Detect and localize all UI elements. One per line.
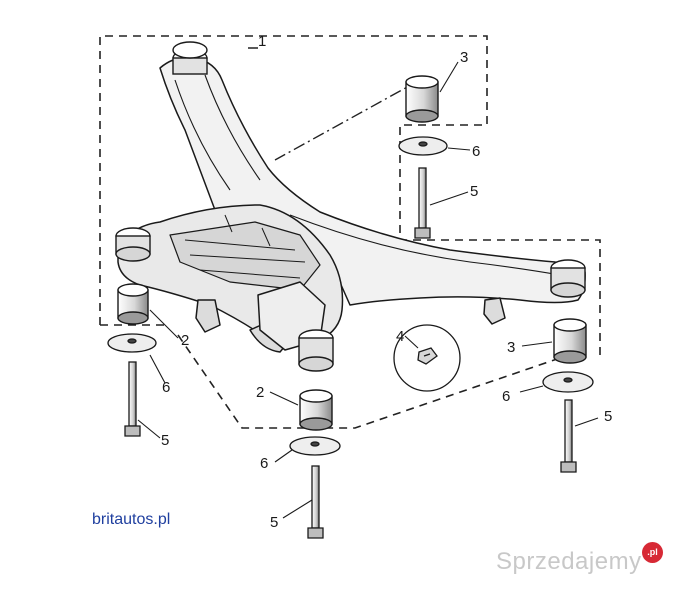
callout-2-left: 2 [181, 332, 189, 349]
callout-5-center: 5 [270, 514, 278, 531]
washer-upper-right [398, 136, 448, 156]
watermark: Sprzedajemy [496, 548, 642, 575]
boss-rear-left-wall [172, 57, 208, 75]
boss-center-base [298, 356, 334, 372]
callout-6-left: 6 [162, 379, 170, 396]
callout-numbers: 1 3 6 5 2 6 5 2 6 5 4 3 6 5 [161, 33, 612, 531]
source-link[interactable]: britautos.pl [92, 511, 171, 528]
callout-3-right: 3 [507, 339, 515, 356]
boss-front-right-base [550, 282, 586, 298]
watermark-badge: .pl [642, 542, 663, 563]
bolts [124, 167, 577, 539]
washer-left [107, 333, 157, 353]
callout-1: 1 [258, 33, 266, 50]
washer-lower-right [542, 371, 594, 393]
bolt-left [124, 361, 141, 437]
boss-front-left-base [115, 246, 151, 262]
callout-6-upper-right: 6 [472, 143, 480, 160]
bolt-upper-right [414, 167, 431, 239]
bolt-lower-right [560, 399, 577, 473]
subframe-assembly [117, 56, 586, 353]
callout-3-top: 3 [460, 49, 468, 66]
leader-line-1 [248, 47, 421, 161]
washers [107, 136, 594, 456]
callout-6-lower-right: 6 [502, 388, 510, 405]
callout-6-center: 6 [260, 455, 268, 472]
subframe-arm-rib [174, 74, 561, 276]
callout-5-left: 5 [161, 432, 169, 449]
subframe-mount-bosses [115, 41, 586, 372]
subframe-front-beam-detail [169, 221, 321, 291]
callout-5-upper-right: 5 [470, 183, 478, 200]
bushing-left [117, 283, 149, 325]
washer-center [289, 436, 341, 456]
boss-rear-left-top [172, 41, 208, 59]
subframe-bracket-left [195, 299, 221, 333]
bolt-center [307, 465, 324, 539]
group-outline-main [99, 35, 601, 429]
callout-5-lower-right: 5 [604, 408, 612, 425]
bushing-rear-top [405, 75, 439, 123]
subframe-web-lines [184, 214, 306, 279]
callout-2-center: 2 [256, 384, 264, 401]
subframe-bracket-right [483, 297, 506, 325]
bushing-center [299, 389, 333, 431]
callout-leaders [137, 61, 599, 519]
callout-4: 4 [396, 328, 404, 345]
bushing-rear-right [553, 318, 587, 364]
